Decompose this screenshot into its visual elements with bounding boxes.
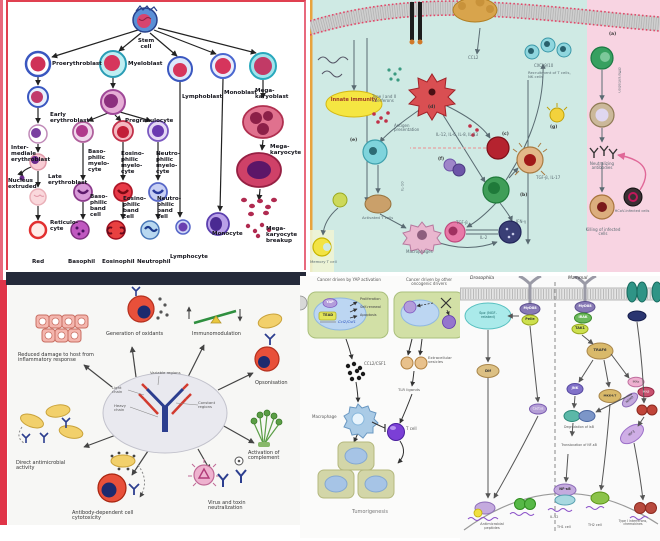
cytokine-network-shapes xyxy=(310,0,660,272)
infected-epithelial-cell xyxy=(512,142,548,176)
epithelium-icon xyxy=(35,314,89,343)
dendritic-cell xyxy=(407,73,457,121)
helper-t-cell xyxy=(482,176,510,204)
center-antibody-schematic xyxy=(102,372,228,454)
oxidants-icon xyxy=(127,286,169,323)
il1r-receptor xyxy=(626,281,660,322)
yap-tumorigenesis-shapes xyxy=(300,291,465,499)
left-edge-stripe-top xyxy=(0,0,3,280)
antibody-functions-shapes xyxy=(18,286,283,503)
orange-border xyxy=(310,0,313,272)
spaetzle-ligand xyxy=(464,302,512,330)
inhibition-bar xyxy=(371,421,386,432)
hematopoiesis-shapes xyxy=(17,5,284,240)
complement-icon xyxy=(250,409,283,447)
erythroid-line-cells xyxy=(19,86,49,240)
lineage-arrows xyxy=(17,27,266,221)
adcc-icon xyxy=(97,451,145,503)
innate-immunity-oval xyxy=(325,90,383,118)
memory-t-cell-icon xyxy=(312,237,332,257)
granulocyte-line-cells xyxy=(72,89,169,202)
immunomodulation-icon xyxy=(186,306,243,325)
opsonisation-icon xyxy=(254,313,283,372)
naive-t-cell xyxy=(362,139,388,165)
dna-squiggles xyxy=(467,506,649,521)
t-cell-icon xyxy=(387,423,405,441)
megakaryocyte-cells xyxy=(236,105,284,239)
tumor-cells xyxy=(317,441,395,499)
nk-cell-cluster xyxy=(524,37,572,60)
sensor-dots xyxy=(387,67,402,82)
toll-receptor xyxy=(518,276,542,304)
direct-antimicrobial-icon xyxy=(18,404,84,444)
mast-cell xyxy=(546,103,568,123)
macrophage-cell xyxy=(402,221,442,255)
pink-subpanel xyxy=(587,0,660,272)
toll-pathway-shapes xyxy=(460,276,660,534)
left-edge-stripe-bottom xyxy=(0,280,7,525)
infected-target-cell xyxy=(486,136,510,160)
nuclear-factors xyxy=(473,483,657,518)
viral-rna-icon xyxy=(317,56,349,78)
activated-t-cell xyxy=(364,194,392,214)
macrophage-icon xyxy=(343,403,379,439)
vesicle-icons xyxy=(400,356,428,370)
signal-arrows xyxy=(320,27,546,249)
signaling-proteins xyxy=(476,301,658,445)
platelets xyxy=(245,222,272,239)
effector-cell xyxy=(332,192,348,208)
other-drivers-box xyxy=(300,291,465,339)
mature-cells xyxy=(70,212,230,240)
antigen-dots xyxy=(372,111,479,137)
b-cell-plasma-pair xyxy=(444,220,522,244)
virus-neutralization-icon xyxy=(188,456,247,487)
tlr-receptor xyxy=(573,276,597,304)
pink-subpanel-contents xyxy=(589,46,647,220)
virus-particle xyxy=(452,0,498,23)
dark-divider-bar xyxy=(6,272,306,285)
ccl2-dots xyxy=(345,361,366,382)
treg-cell-pair xyxy=(443,158,466,177)
membrane-receptor xyxy=(409,2,423,45)
blast-cells xyxy=(24,50,277,82)
stem-cell xyxy=(132,5,158,33)
antibody-functions-diagram: Reduced damage to host from inflammatory… xyxy=(8,285,302,525)
yap-cancer-box xyxy=(307,291,389,339)
pathway-arrows xyxy=(485,313,647,501)
